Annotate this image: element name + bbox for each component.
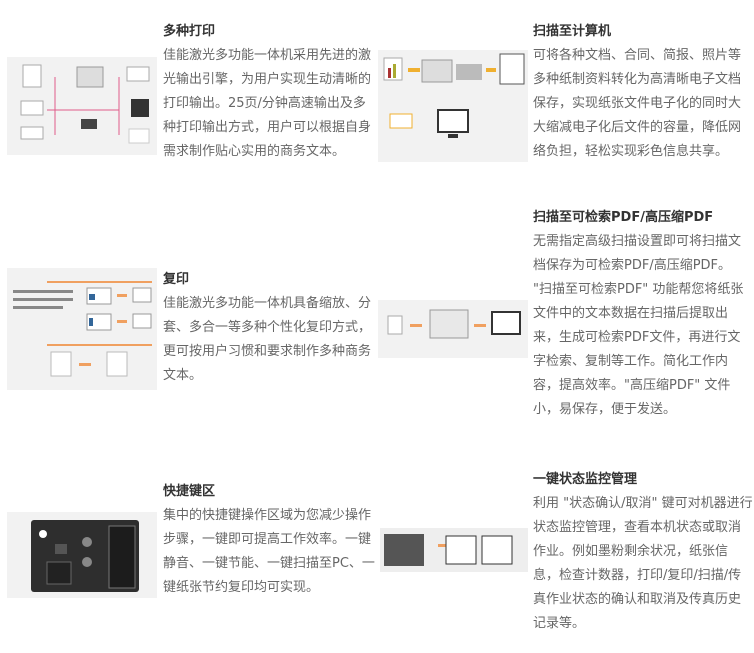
multi-print-diagram-image [7,57,157,155]
feature-title: 多种打印 [163,24,216,39]
copy-diagram-image [7,268,157,390]
feature-description: 无需指定高级扫描设置即可将扫描文档保存为可检索PDF/高压缩PDF。 "扫描至可… [533,234,744,417]
scan-to-pdf-diagram-image [378,300,528,358]
feature-quick-keys: 快捷键区 集中的快捷键操作区域为您减少操作步骤，一键即可提高工作效率。一键静音、… [163,480,377,600]
feature-description: 佳能激光多功能一体机采用先进的激光输出引擎，为用户实现生动清晰的打印输出。25页… [163,48,372,159]
feature-description: 利用 "状态确认/取消" 键可对机器进行状态监控管理，查看本机状态或取消作业。例… [533,496,753,631]
quick-keys-panel-image [7,512,157,598]
feature-scan-to-pdf: 扫描至可检索PDF/高压缩PDF 无需指定高级扫描设置即可将扫描文档保存为可检索… [533,206,753,422]
feature-title: 复印 [163,272,190,287]
feature-title: 快捷键区 [163,484,216,499]
feature-multi-print: 多种打印 佳能激光多功能一体机采用先进的激光输出引擎，为用户实现生动清晰的打印输… [163,20,377,164]
feature-title: 扫描至计算机 [533,24,612,39]
scan-to-pc-diagram-image [378,50,528,162]
feature-title: 扫描至可检索PDF/高压缩PDF [533,210,714,225]
feature-description: 集中的快捷键操作区域为您减少操作步骤，一键即可提高工作效率。一键静音、一键节能、… [163,508,375,595]
feature-description: 可将各种文档、合同、简报、照片等多种纸制资料转化为高清晰电子文档保存，实现纸张文… [533,48,742,159]
status-monitor-screens-image [380,528,528,572]
feature-status-monitor: 一键状态监控管理 利用 "状态确认/取消" 键可对机器进行状态监控管理，查看本机… [533,468,753,636]
feature-title: 一键状态监控管理 [533,472,638,487]
feature-description: 佳能激光多功能一体机具备缩放、分套、多合一等多种个性化复印方式，更可按用户习惯和… [163,296,372,383]
feature-copy: 复印 佳能激光多功能一体机具备缩放、分套、多合一等多种个性化复印方式，更可按用户… [163,268,377,388]
feature-scan-to-pc: 扫描至计算机 可将各种文档、合同、简报、照片等多种纸制资料转化为高清晰电子文档保… [533,20,753,164]
